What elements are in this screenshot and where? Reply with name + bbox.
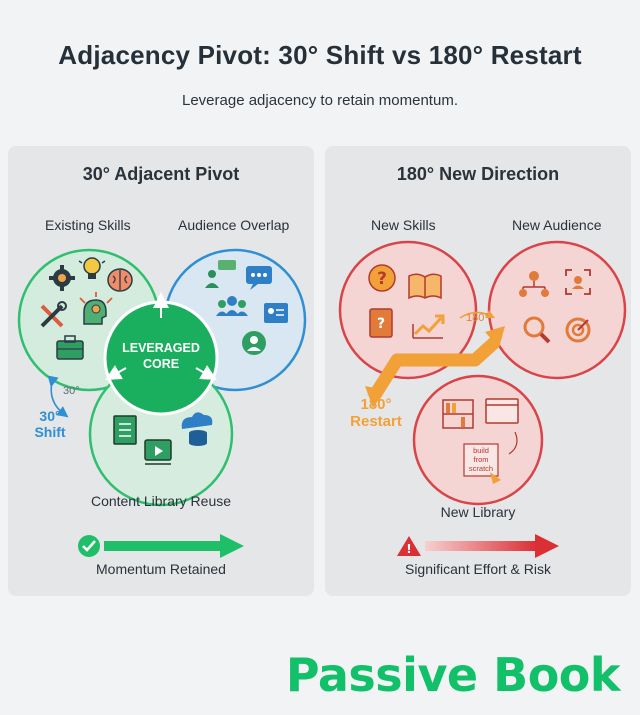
new-direction-panel: 180° New Direction ? xyxy=(325,146,631,596)
page-subtitle: Leverage adjacency to retain momentum. xyxy=(182,92,458,109)
new-direction-diagram: ? ? xyxy=(338,240,627,558)
adjacent-venn-diagram xyxy=(17,248,307,558)
angle-small-label: 180° xyxy=(466,312,489,324)
head-gears-icon xyxy=(79,292,113,325)
restart-arrow-tail xyxy=(365,386,385,408)
profile-card-icon xyxy=(264,303,288,323)
shift-arc-arrow xyxy=(47,375,69,418)
warning-icon xyxy=(397,536,421,556)
briefcase-icon xyxy=(56,335,84,360)
svg-text:!: ! xyxy=(406,542,411,556)
svg-text:?: ? xyxy=(377,316,385,332)
book-icon xyxy=(408,273,442,300)
new-library-label: New Library xyxy=(440,504,516,520)
page-title: Adjacency Pivot: 30° Shift vs 180° Resta… xyxy=(58,40,582,70)
new-skills-label: New Skills xyxy=(371,217,436,233)
effort-arrow-shaft xyxy=(425,541,537,551)
target-icon xyxy=(565,317,591,343)
magnifier-icon xyxy=(523,316,551,344)
chat-bubble-icon xyxy=(246,266,272,290)
svg-text:?: ? xyxy=(377,269,387,289)
leveraged-core-label: LEVERAGED CORE xyxy=(122,341,200,371)
profile-frame-icon xyxy=(565,269,591,295)
restart-label: 180° Restart xyxy=(350,396,402,430)
tools-icon xyxy=(40,301,67,328)
brain-icon xyxy=(107,268,133,292)
bookshelf-icon xyxy=(442,399,474,429)
group-icon xyxy=(216,296,248,316)
document-icon xyxy=(113,415,137,445)
new-library-circle xyxy=(412,374,544,506)
momentum-arrow-shaft xyxy=(104,541,220,551)
new-audience-label: New Audience xyxy=(512,217,602,233)
scratch-pointer-line xyxy=(508,431,518,455)
brand-logo: Passive Book xyxy=(285,648,621,702)
restart-arrow-head xyxy=(485,326,505,348)
content-library-label: Content Library Reuse xyxy=(90,493,232,509)
effort-arrow-head xyxy=(535,534,559,558)
momentum-arrow-head xyxy=(220,534,244,558)
scratch-note-box xyxy=(463,443,499,477)
lightbulb-icon xyxy=(78,257,106,279)
existing-skills-label: Existing Skills xyxy=(45,217,131,233)
video-player-icon xyxy=(144,439,172,465)
growth-chart-icon xyxy=(412,314,445,339)
cursor-icon xyxy=(490,472,501,484)
core-right-arrow xyxy=(195,365,217,380)
restart-arrow-shaft xyxy=(367,337,500,402)
effort-risk-label: Significant Effort & Risk xyxy=(404,561,552,577)
shift-label: 30° Shift xyxy=(34,408,66,440)
gear-icon xyxy=(49,265,75,291)
adjacent-pivot-title: 30° Adjacent Pivot xyxy=(82,164,240,184)
audience-overlap-label: Audience Overlap xyxy=(178,217,290,233)
shift-small-label: 30° xyxy=(63,385,80,397)
momentum-label: Momentum Retained xyxy=(96,561,226,577)
user-chat-icon xyxy=(205,260,236,288)
browser-window-icon xyxy=(485,398,519,424)
question-icon: ? xyxy=(368,264,396,292)
user-avatar-icon xyxy=(242,331,266,355)
new-audience-circle xyxy=(487,240,627,380)
core-left-arrow xyxy=(105,365,127,380)
cloud-database-icon xyxy=(181,412,213,446)
question-book-icon: ? xyxy=(369,308,393,338)
adjacent-pivot-panel: 30° Adjacent Pivot xyxy=(8,146,314,596)
org-chart-icon xyxy=(519,271,549,297)
angle-arc-arrow xyxy=(459,309,496,319)
new-direction-title: 180° New Direction xyxy=(396,164,560,184)
build-from-scratch-note: build from scratch xyxy=(468,446,494,473)
